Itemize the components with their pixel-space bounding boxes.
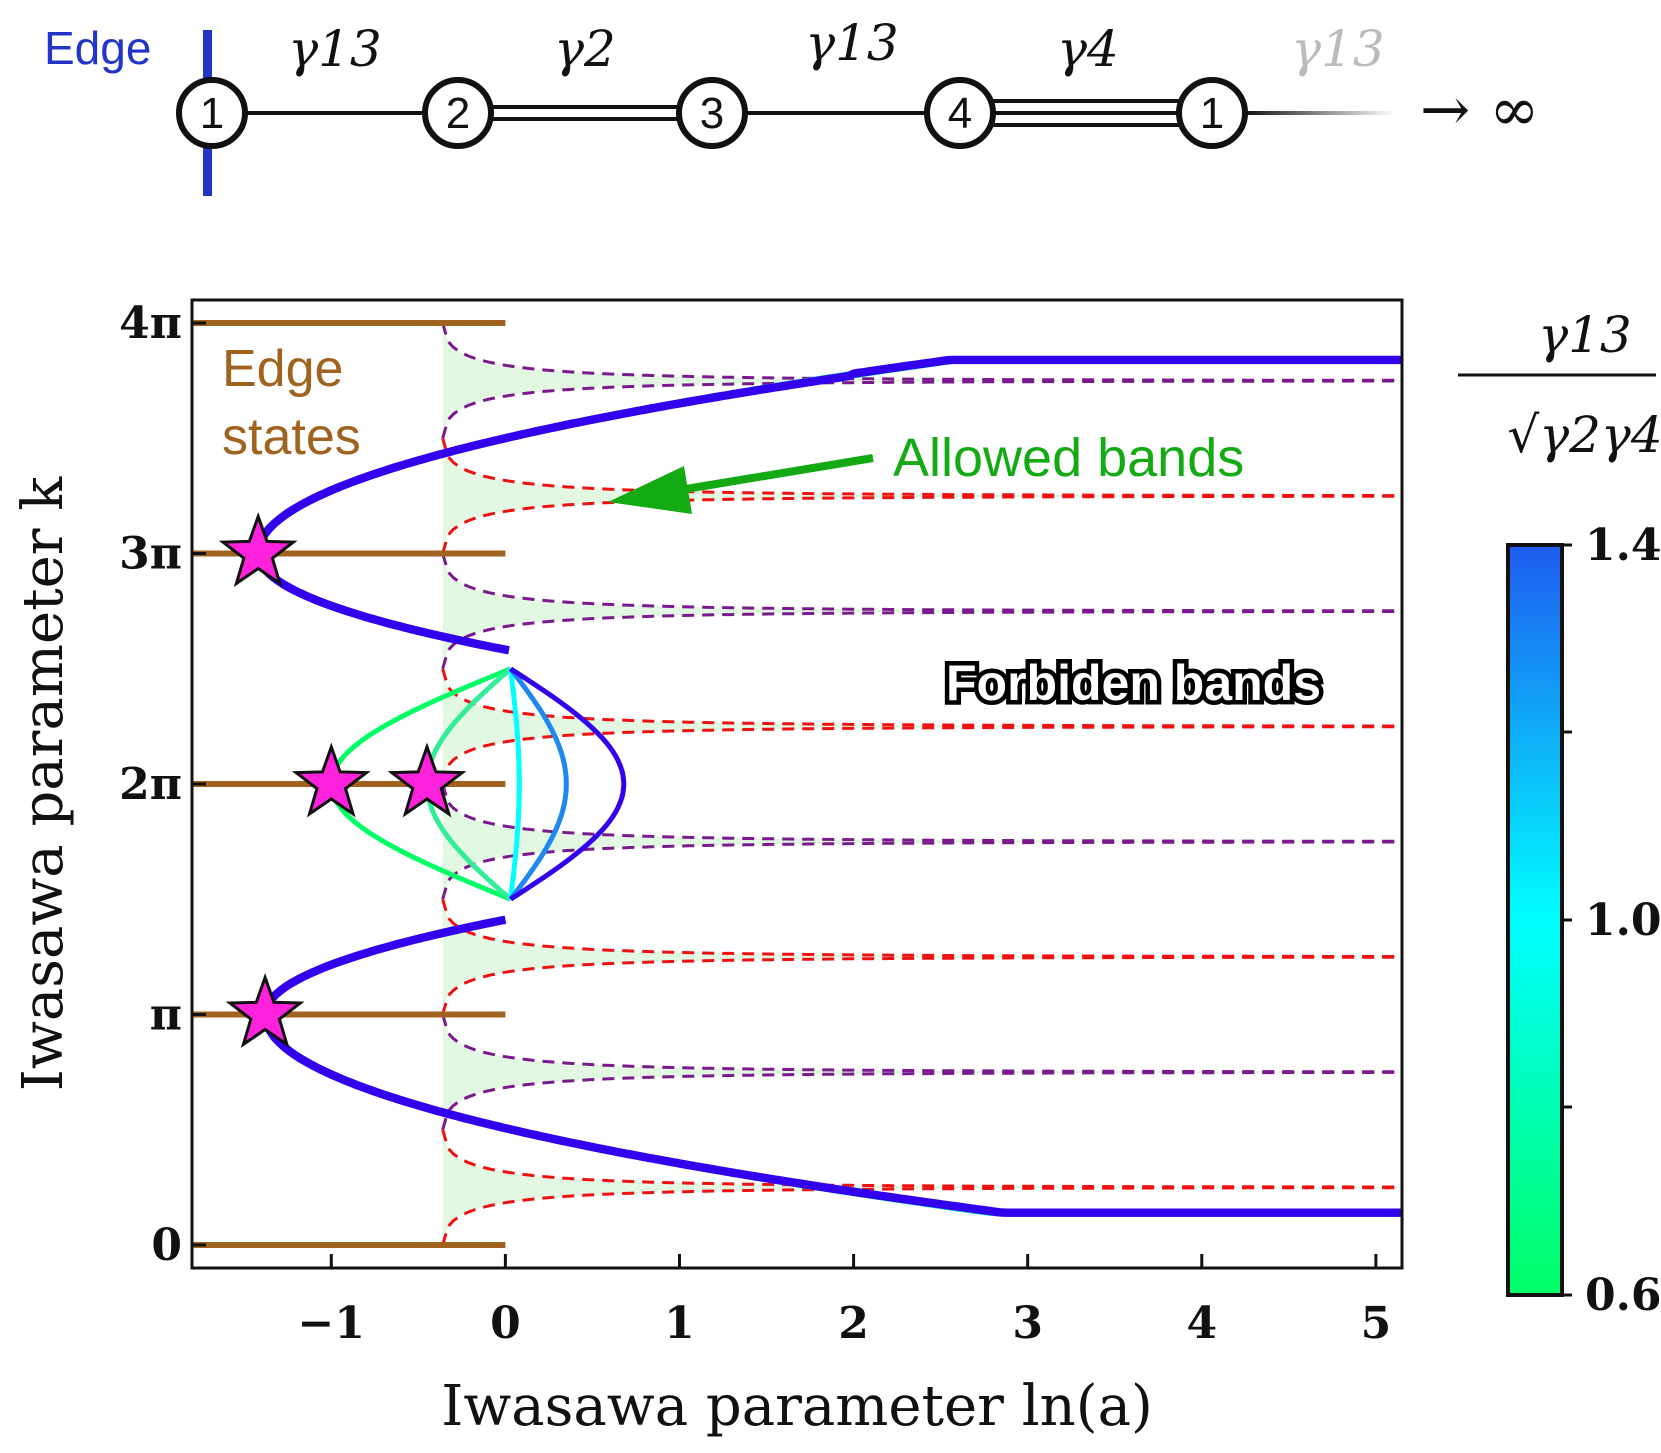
colorbar-gradient	[1506, 543, 1564, 1297]
node-3: 3	[676, 77, 748, 149]
boundary-curve	[441, 725, 1402, 785]
svg-text:1: 1	[200, 89, 224, 138]
boundary-curve	[441, 322, 1402, 382]
svg-text:2: 2	[446, 89, 470, 138]
x-axis-label: Iwasawa parameter ln(a)	[441, 1374, 1153, 1439]
svg-text:1: 1	[1200, 89, 1224, 138]
boundary-curve	[441, 553, 1402, 613]
boundary-curve	[441, 955, 1402, 1015]
allowed-bands-arrow	[608, 454, 874, 514]
x-tick-label: −1	[298, 1298, 365, 1349]
edge-states-label-line1: Edge	[222, 340, 343, 398]
allowed-bands-label: Allowed bands	[893, 428, 1244, 488]
band-curve-middle	[508, 668, 522, 900]
svg-text:3: 3	[700, 89, 724, 138]
band-plot: −1 0 1 2 3 4 5 0 π 2π 3π 4π Iwasawa parameter ln(a…	[11, 298, 1404, 1439]
y-axis-label: Iwasawa parameter k	[11, 476, 76, 1092]
edge-state-star	[218, 512, 298, 588]
y-tick-label: 4π	[119, 298, 182, 349]
edge-state-star	[225, 973, 305, 1049]
band-boundary-curves	[441, 322, 1402, 1246]
chain-diagram: Edge 1 2 3 4 1 γ13	[44, 14, 1539, 196]
node-1: 1	[176, 77, 248, 149]
boundary-curve	[441, 898, 1402, 958]
x-tick-label: 4	[1186, 1298, 1217, 1349]
colorbar: γ13 √γ2γ4 1.4 1.0 0.6	[1458, 306, 1661, 1321]
boundary-curve	[441, 494, 1402, 554]
boundary-curve	[441, 610, 1402, 670]
edge-state-star	[291, 742, 371, 818]
band-curve-middle	[509, 666, 627, 902]
colorbar-tick-label-mid: 1.0	[1585, 895, 1661, 946]
x-tick-label: 0	[490, 1298, 521, 1349]
x-tick-label: 2	[838, 1298, 869, 1349]
boundary-curve	[441, 1014, 1402, 1074]
boundary-curve	[441, 840, 1402, 900]
colorbar-title-numerator: γ13	[1538, 306, 1632, 364]
band-curve-middle	[508, 667, 569, 901]
bond-label-gamma2: γ2	[554, 20, 616, 78]
band-curve-lower	[261, 916, 1402, 1216]
x-tick-label: 5	[1361, 1298, 1392, 1349]
boundary-curve	[441, 1186, 1402, 1246]
x-axis-ticks: −1 0 1 2 3 4 5	[298, 1254, 1392, 1349]
x-tick-label: 1	[664, 1298, 695, 1349]
boundary-curve	[441, 1070, 1402, 1131]
edge-state-stars	[218, 512, 467, 1049]
bond-label-gamma13-2: γ13	[805, 14, 899, 72]
y-tick-label: 0	[151, 1220, 182, 1271]
band-curve-lower	[261, 916, 1402, 1217]
band-curve-upper	[254, 355, 1402, 655]
colorbar-ticks	[1562, 543, 1572, 1297]
bond-label-gamma4: γ4	[1057, 20, 1119, 78]
boundary-curve	[441, 437, 1402, 498]
node-4: 4	[924, 77, 996, 149]
band-curve-upper	[254, 356, 1402, 655]
svg-text:4: 4	[948, 89, 972, 138]
y-tick-label: π	[150, 989, 182, 1040]
boundary-curve	[441, 1129, 1402, 1189]
edge-state-star	[387, 742, 467, 818]
boundary-curve	[441, 783, 1402, 843]
band-curve-lower	[260, 915, 1402, 1217]
edge-states-label-line2: states	[222, 408, 361, 466]
edge-label: Edge	[44, 22, 151, 74]
y-tick-label: 3π	[119, 529, 182, 580]
x-tick-label: 3	[1012, 1298, 1043, 1349]
y-tick-label: 2π	[119, 759, 182, 810]
colorbar-title-denominator: √γ2γ4	[1507, 406, 1661, 464]
bond-fading	[1245, 111, 1395, 115]
forbidden-bands-label: Forbiden bands	[946, 655, 1321, 711]
node-1-repeat: 1	[1176, 77, 1248, 149]
band-curve-upper	[254, 356, 1402, 654]
boundary-curve	[441, 668, 1402, 728]
infinity-label: → ∞	[1420, 75, 1539, 145]
boundary-curve	[441, 379, 1402, 439]
band-curve-upper	[254, 356, 1402, 654]
band-curve-lower	[262, 916, 1402, 1216]
colorbar-tick-label-bottom: 0.6	[1585, 1270, 1661, 1321]
colorbar-tick-label-top: 1.4	[1585, 520, 1661, 571]
band-curve-upper	[255, 356, 1402, 654]
bond-label-gamma13-faded: γ13	[1291, 20, 1385, 78]
node-2: 2	[422, 77, 494, 149]
bond-label-gamma13-1: γ13	[288, 20, 382, 78]
y-axis-ticks: 0 π 2π 3π 4π	[119, 298, 206, 1271]
band-curve-lower	[261, 915, 1402, 1217]
